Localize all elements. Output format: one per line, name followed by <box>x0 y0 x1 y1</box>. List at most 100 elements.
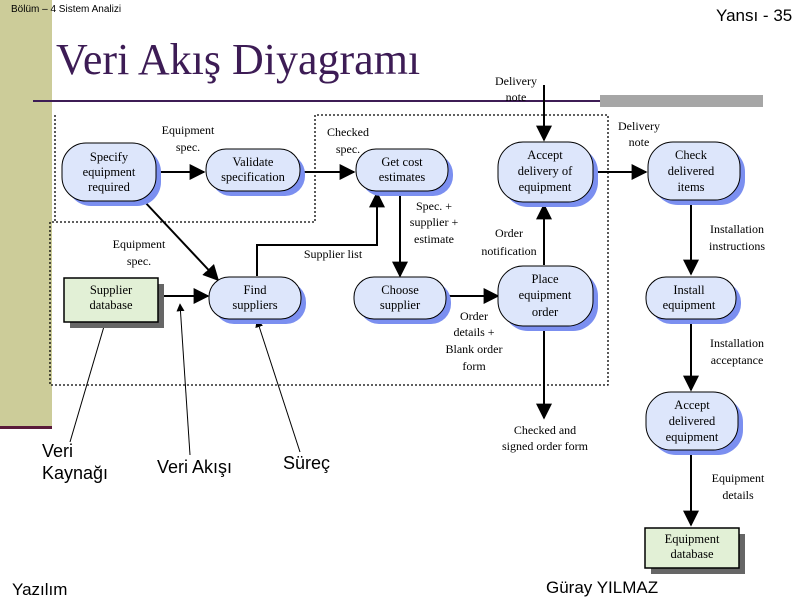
label-delivery-note-right: Delivery note <box>618 119 660 149</box>
footer-author: Güray YILMAZ <box>546 578 659 597</box>
process-accept-equipment-line-3: equipment <box>666 430 719 444</box>
label-checked-signed: Checked and signed order form <box>502 423 589 453</box>
process-check-items-line-2: delivered <box>668 164 715 178</box>
label-equipment-spec-2: Equipment spec. <box>113 237 166 268</box>
process-get-cost-line-2: estimates <box>379 170 426 184</box>
process-choose-supplier-line-2: supplier <box>380 298 421 312</box>
process-accept-delivery-line-1: Accept <box>527 148 563 162</box>
store-equipment-database-line-2: database <box>670 547 713 561</box>
footer-left: Yazılım <box>12 580 68 599</box>
process-validate-line-1: Validate <box>233 155 274 169</box>
process-check-items: Check delivered items <box>647 141 745 205</box>
label-spec-supplier-estimate-line-1: Spec. + <box>416 199 452 213</box>
label-supplier-list: Supplier list <box>304 247 363 261</box>
label-delivery-note-top-line-1: Delivery <box>495 74 537 88</box>
process-specify-line-1: Specify <box>90 150 129 164</box>
legend-pointers <box>69 303 301 456</box>
label-equipment-spec-2-line-1: Equipment <box>113 237 166 251</box>
process-find-suppliers-line-2: suppliers <box>232 298 277 312</box>
process-install-line-1: Install <box>673 283 705 297</box>
system-boundary <box>49 114 609 386</box>
process-accept-delivery: Accept delivery of equipment <box>497 141 598 207</box>
label-order-notification-line-2: notification <box>481 244 536 258</box>
label-delivery-note-right-line-2: note <box>629 135 650 149</box>
label-delivery-note-top: Delivery note <box>495 74 537 104</box>
flow-find-getcost <box>256 191 385 276</box>
label-checked-signed-line-1: Checked and <box>514 423 576 437</box>
process-check-items-line-1: Check <box>675 148 708 162</box>
legend-data-source: Veri Kaynağı <box>42 440 108 484</box>
legend-data-flow: Veri Akışı <box>157 457 233 477</box>
process-place-order-line-2: equipment <box>519 288 572 302</box>
process-specify-line-3: required <box>88 180 130 194</box>
store-supplier-database-line-1: Supplier <box>90 283 133 297</box>
process-choose-supplier-line-1: Choose <box>381 283 419 297</box>
store-supplier-database-line-2: database <box>89 298 132 312</box>
label-installation-acceptance-line-2: acceptance <box>711 353 764 367</box>
process-check-items-line-3: items <box>677 180 704 194</box>
process-get-cost-line-1: Get cost <box>381 155 423 169</box>
label-delivery-note-right-line-1: Delivery <box>618 119 660 133</box>
label-order-notification-line-1: Order <box>495 226 523 240</box>
label-order-details-line-3: Blank order <box>446 342 503 356</box>
label-delivery-note-top-line-2: note <box>506 90 527 104</box>
label-order-details-line-1: Order <box>460 309 488 323</box>
label-equipment-details-line-1: Equipment <box>712 471 765 485</box>
process-find-suppliers-line-1: Find <box>244 283 268 297</box>
label-order-notification: Order notification <box>481 226 536 258</box>
pointer-data-source <box>69 305 112 443</box>
label-checked-signed-line-2: signed order form <box>502 439 589 453</box>
label-equipment-spec-1-line-1: Equipment <box>162 123 215 137</box>
label-installation-instructions-line-2: instructions <box>709 239 765 253</box>
label-order-details-line-4: form <box>462 359 486 373</box>
label-checked-spec-line-2: spec. <box>336 142 360 156</box>
process-accept-equipment-line-2: delivered <box>669 414 716 428</box>
label-installation-instructions: Installation instructions <box>709 222 765 253</box>
label-equipment-spec-1: Equipment spec. <box>162 123 215 154</box>
label-supplier-list-line-1: Supplier list <box>304 247 363 261</box>
label-equipment-spec-1-line-2: spec. <box>176 140 200 154</box>
label-equipment-details: Equipment details <box>712 471 765 502</box>
legend-data-source-line-1: Veri <box>42 441 74 461</box>
pointer-process <box>255 319 301 453</box>
label-installation-instructions-line-1: Installation <box>710 222 764 236</box>
label-installation-acceptance-line-1: Installation <box>710 336 764 350</box>
slide-number: Yansı - 35 <box>716 6 793 25</box>
process-install-line-2: equipment <box>663 298 716 312</box>
legend-data-source-line-2: Kaynağı <box>42 463 109 483</box>
label-equipment-details-line-2: details <box>722 488 754 502</box>
process-validate-line-2: specification <box>221 170 286 184</box>
process-place-order-line-1: Place <box>531 272 559 286</box>
label-spec-supplier-estimate-line-3: estimate <box>414 232 454 246</box>
process-accept-delivery-line-3: equipment <box>519 180 572 194</box>
label-equipment-spec-2-line-2: spec. <box>127 254 151 268</box>
data-flows <box>142 85 699 527</box>
sidebar-band <box>0 0 52 428</box>
title-accent-bar <box>600 95 763 107</box>
sidebar-rule <box>0 426 52 429</box>
process-accept-delivery-line-2: delivery of <box>518 164 573 178</box>
label-spec-supplier-estimate: Spec. +supplier +estimate <box>410 199 459 246</box>
